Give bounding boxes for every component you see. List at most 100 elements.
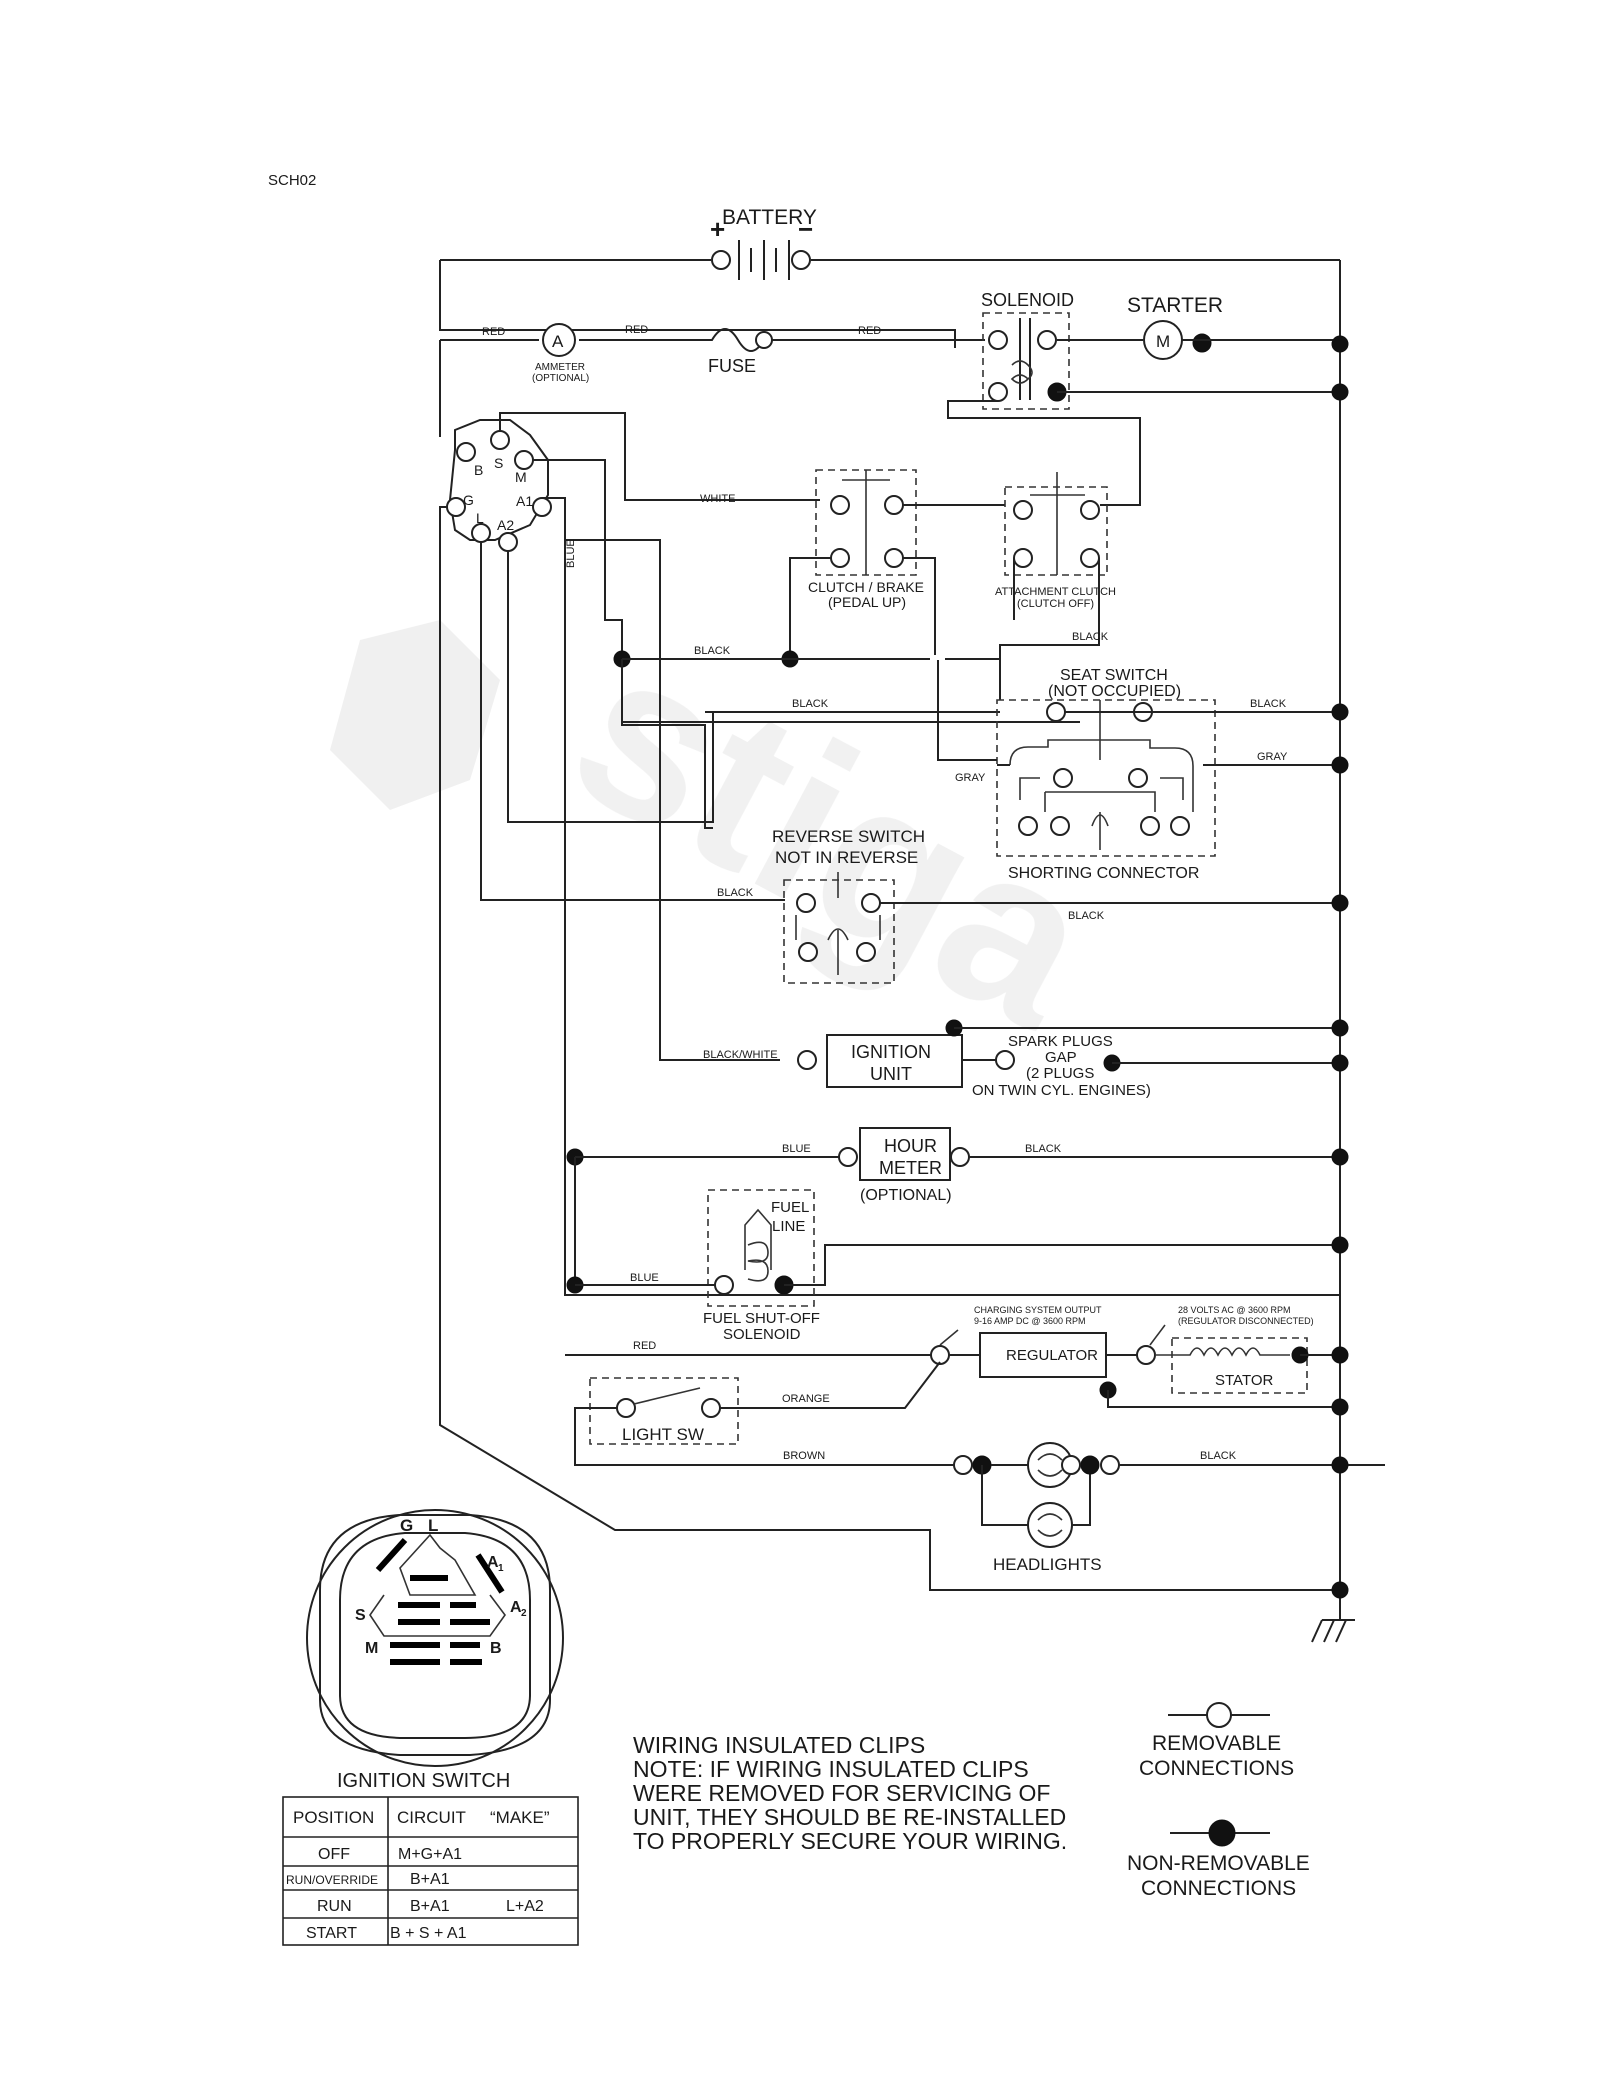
ground-junction	[1331, 703, 1349, 721]
headlights: HEADLIGHTS	[953, 1442, 1385, 1574]
ignition-switch-face: G L A 1 A 2 S M B	[306, 1509, 564, 1767]
fuel-solenoid-label-2: SOLENOID	[723, 1326, 801, 1343]
solenoid: SOLENOID	[947, 290, 1340, 506]
solenoid-label: SOLENOID	[981, 290, 1074, 310]
stator-volts-label-2: (REGULATOR DISCONNECTED)	[1178, 1316, 1314, 1326]
table-header-make: “MAKE”	[490, 1808, 550, 1827]
ignition-switch-label: IGNITION SWITCH	[337, 1770, 510, 1792]
clutch-label-1: CLUTCH / BRAKE	[808, 579, 924, 595]
fuse: FUSE	[700, 328, 985, 376]
wire-label-black-6: BLACK	[1068, 910, 1105, 922]
battery-plus-sign: +	[710, 214, 725, 244]
hour-meter-optional: (OPTIONAL)	[860, 1187, 952, 1204]
terminal-label-s: S	[494, 455, 503, 471]
seat-switch-label-1: SEAT SWITCH	[1060, 667, 1168, 684]
charging-label-2: 9-16 AMP DC @ 3600 RPM	[974, 1316, 1086, 1326]
connection-legend: REMOVABLE CONNECTIONS NON-REMOVABLE CONN…	[1127, 1702, 1310, 1900]
ground-junction	[1331, 335, 1349, 353]
attachment-clutch-switch: ATTACHMENT CLUTCH (CLUTCH OFF)	[995, 472, 1116, 610]
terminal-label-b: B	[474, 462, 483, 478]
black-wire-run	[613, 650, 1001, 829]
starter-label: STARTER	[1127, 294, 1223, 317]
table-row-make: L+A2	[506, 1898, 544, 1915]
note-line-3: UNIT, THEY SHOULD BE RE-INSTALLED	[633, 1804, 1066, 1830]
ground-junction	[1331, 1019, 1349, 1037]
ignition-unit: IGNITION UNIT SPARK PLUGS GAP (2 PLUGS O…	[797, 1019, 1340, 1099]
document-id: SCH02	[268, 172, 316, 189]
ground-junction	[1331, 1236, 1349, 1254]
fuel-line-label-1: FUEL	[771, 1199, 809, 1216]
stator-volts-label-1: 28 VOLTS AC @ 3600 RPM	[1178, 1305, 1291, 1315]
wire-label-red-3: RED	[858, 325, 881, 337]
spark-plugs-label-2: GAP	[1045, 1049, 1077, 1066]
spark-plugs-label-4: ON TWIN CYL. ENGINES)	[972, 1082, 1151, 1099]
ignition-unit-label-1: IGNITION	[851, 1042, 931, 1062]
clutch-brake-switch: CLUTCH / BRAKE (PEDAL UP)	[808, 469, 924, 610]
hour-meter: HOUR METER (OPTIONAL)	[566, 1127, 1340, 1285]
wire-label-black-2: BLACK	[694, 645, 731, 657]
wire-label-black-3: BLACK	[792, 698, 829, 710]
fuel-line-label-2: LINE	[772, 1218, 805, 1235]
wire-label-red-4: RED	[633, 1340, 656, 1352]
ground-junction	[1331, 756, 1349, 774]
switch-face-b: B	[490, 1640, 502, 1657]
seat-switch-label-2: (NOT OCCUPIED)	[1048, 683, 1181, 700]
stator-label: STATOR	[1215, 1372, 1274, 1389]
battery: + − BATTERY	[439, 206, 1340, 348]
clutch-label-2: (PEDAL UP)	[828, 594, 906, 610]
charging-label-1: CHARGING SYSTEM OUTPUT	[974, 1305, 1102, 1315]
table-row-position: RUN	[317, 1898, 352, 1915]
watermark-logo: stiga	[330, 596, 1133, 1076]
note-title: WIRING INSULATED CLIPS	[633, 1732, 925, 1758]
ground-junction	[1331, 1456, 1349, 1474]
table-row-circuit: B+A1	[410, 1898, 450, 1915]
battery-minus-sign: −	[798, 214, 813, 244]
regulator-label: REGULATOR	[1006, 1347, 1098, 1364]
wire-label-orange: ORANGE	[782, 1393, 830, 1405]
table-row-circuit: B + S + A1	[390, 1925, 467, 1942]
ground-junction	[1331, 383, 1349, 401]
wire-label-black-8: BLACK	[1200, 1450, 1237, 1462]
terminal-label-a2: A2	[497, 517, 514, 533]
note-line-2: WERE REMOVED FOR SERVICING OF	[633, 1780, 1050, 1806]
table-header-position: POSITION	[293, 1808, 374, 1827]
hour-meter-label-2: METER	[879, 1158, 942, 1178]
terminal-label-m: M	[515, 469, 527, 485]
wire-label-black-4: BLACK	[1250, 698, 1287, 710]
switch-face-g: G	[400, 1516, 413, 1535]
starter-m-symbol: M	[1156, 332, 1170, 351]
wire-label-black-1: BLACK	[1072, 631, 1109, 643]
switch-face-a2: A	[510, 1599, 522, 1616]
headlights-label: HEADLIGHTS	[993, 1555, 1102, 1574]
ground-junction	[1331, 1148, 1349, 1166]
ammeter-label: AMMETER	[535, 362, 585, 373]
harness-wires	[439, 412, 1340, 1591]
regulator-stator: REGULATOR STATOR CHARGING SYSTEM OUTPUT …	[565, 1305, 1340, 1408]
ignition-unit-label-2: UNIT	[870, 1064, 912, 1084]
spark-plugs-label-3: (2 PLUGS	[1026, 1065, 1094, 1082]
table-row-position: OFF	[318, 1846, 350, 1863]
switch-face-m: M	[365, 1640, 378, 1657]
ground-junction	[1331, 1398, 1349, 1416]
wire-label-gray-2: GRAY	[955, 772, 986, 784]
wire-label-blue-3: BLUE	[630, 1272, 659, 1284]
seat-switch: SEAT SWITCH (NOT OCCUPIED) SHORTING CONN…	[996, 667, 1340, 882]
ammeter-optional: (OPTIONAL)	[532, 373, 589, 384]
shorting-connector-label: SHORTING CONNECTOR	[1008, 865, 1199, 882]
ignition-switch-table: POSITION CIRCUIT “MAKE” OFF M+G+A1 RUN/O…	[282, 1796, 579, 1946]
table-header-circuit: CIRCUIT	[397, 1808, 466, 1827]
wire-label-brown: BROWN	[783, 1450, 825, 1462]
ground-junction	[1331, 894, 1349, 912]
starter: M STARTER	[1127, 294, 1340, 360]
table-row-position: RUN/OVERRIDE	[286, 1873, 378, 1887]
attachment-label-1: ATTACHMENT CLUTCH	[995, 586, 1116, 598]
wire-label-red-1: RED	[482, 326, 505, 338]
ground-junction	[1331, 1581, 1349, 1599]
spark-plugs-label-1: SPARK PLUGS	[1008, 1033, 1113, 1050]
reverse-switch-label-2: NOT IN REVERSE	[775, 848, 918, 867]
wire-label-blue-2: BLUE	[782, 1143, 811, 1155]
wire-label-black-white: BLACK/WHITE	[703, 1049, 778, 1061]
table-row-circuit: B+A1	[410, 1871, 450, 1888]
terminal-label-l: L	[476, 510, 484, 526]
